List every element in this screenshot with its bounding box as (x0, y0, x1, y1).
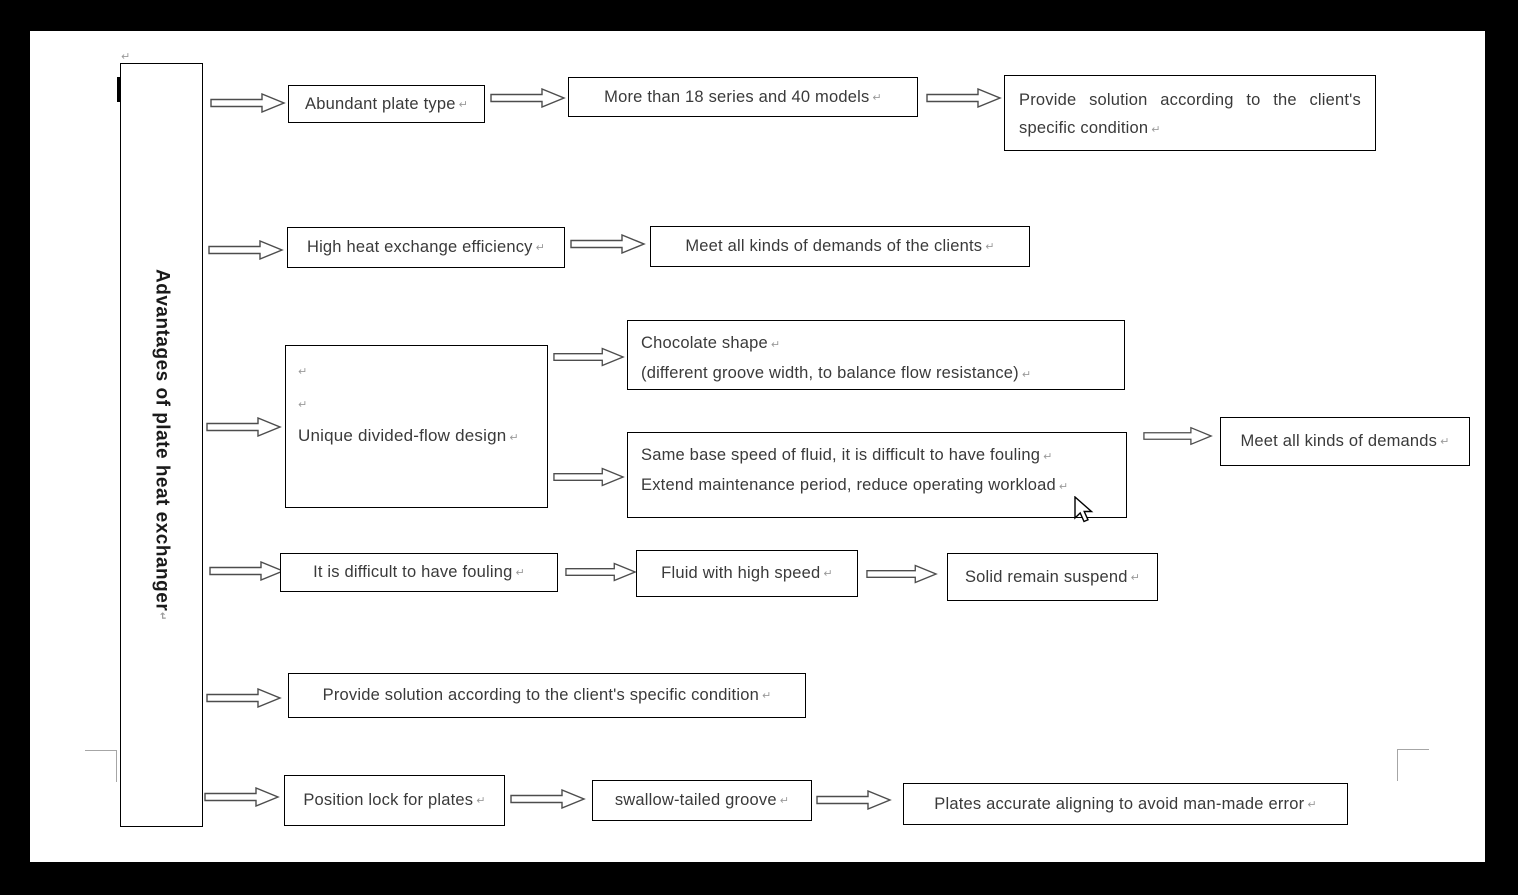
text-boundary-mark (85, 750, 117, 782)
page-title-text: Advantages of plate heat exchanger (151, 269, 173, 612)
flow-box-label: Extend maintenance period, reduce operat… (641, 476, 1056, 494)
paragraph-mark-icon: ↵ (1440, 436, 1450, 448)
flow-box-unique-divided-flow[interactable]: ↵ ↵ Unique divided-flow design↵ (285, 345, 548, 508)
flow-box-label: Abundant plate type (304, 94, 456, 113)
flow-box-label: swallow-tailed groove (614, 791, 777, 809)
paragraph-mark-icon: ↵ (535, 242, 546, 254)
flow-box-label: (different groove width, to balance flow… (641, 364, 1019, 382)
paragraph-mark-icon: ↵ (985, 241, 995, 253)
flow-box-meet-clients-demands[interactable]: Meet all kinds of demands of the clients… (650, 226, 1030, 267)
flow-box-label: Fluid with high speed (661, 564, 821, 582)
arrow-right-icon[interactable] (565, 562, 637, 582)
flow-box-solid-suspend[interactable]: Solid remain suspend↵ (947, 553, 1158, 601)
flow-box-label-line: Unique divided-flow design↵ (298, 426, 547, 446)
paragraph-mark-icon: ↵ (1151, 124, 1161, 136)
flow-box-meet-all-demands[interactable]: Meet all kinds of demands↵ (1220, 417, 1470, 466)
flow-box-abundant-plate-type[interactable]: Abundant plate type↵ (288, 85, 485, 123)
paragraph-mark-icon: ↵ (770, 339, 781, 351)
flow-box-position-lock[interactable]: Position lock for plates↵ (284, 775, 505, 826)
paragraph-mark-icon: ↵ (515, 567, 525, 579)
arrow-right-icon[interactable] (866, 564, 938, 584)
flow-box-label: Plates accurate aligning to avoid man-ma… (934, 794, 1305, 813)
arrow-right-icon[interactable] (206, 417, 282, 437)
empty-line: ↵ (298, 393, 547, 413)
arrow-right-icon[interactable] (926, 88, 1002, 108)
flow-box-more-models[interactable]: More than 18 series and 40 models↵ (568, 77, 918, 117)
flow-box-label-line: Extend maintenance period, reduce operat… (641, 471, 1113, 501)
paragraph-mark-icon: ↵ (121, 51, 131, 63)
paragraph-mark-icon: ↵ (458, 98, 468, 111)
paragraph-mark-icon: ↵ (298, 366, 308, 378)
arrow-right-icon[interactable] (208, 240, 284, 260)
arrow-right-icon[interactable] (816, 790, 892, 810)
arrow-right-icon[interactable] (553, 347, 625, 367)
arrow-right-icon[interactable] (210, 93, 286, 113)
flow-box-label: Provide solution according to the client… (1019, 91, 1361, 137)
paragraph-mark-icon: ↵ (476, 795, 486, 807)
arrow-right-icon[interactable] (570, 234, 646, 254)
paragraph-mark-icon: ↵ (509, 432, 519, 444)
flow-box-label: Solid remain suspend (964, 567, 1128, 586)
flow-box-same-base-speed[interactable]: Same base speed of fluid, it is difficul… (627, 432, 1127, 518)
flow-box-label-line: Same base speed of fluid, it is difficul… (641, 441, 1113, 471)
arrow-right-icon[interactable] (206, 688, 282, 708)
flow-box-label-line: (different groove width, to balance flow… (641, 359, 1111, 389)
flow-box-label: Position lock for plates (303, 791, 474, 809)
paragraph-mark-icon: ↵ (298, 399, 308, 411)
paragraph-mark-icon: ↵ (1058, 481, 1069, 493)
flow-box-label: Unique divided-flow design (298, 426, 507, 445)
selection-mark (117, 77, 121, 102)
paragraph-mark-icon: ↵ (1021, 369, 1032, 381)
paragraph-mark-icon: ↵ (1043, 451, 1053, 463)
flow-box-label: More than 18 series and 40 models (604, 87, 870, 106)
flow-box-label: Provide solution according to the client… (322, 686, 759, 704)
arrow-right-icon[interactable] (209, 561, 285, 581)
mouse-pointer-icon (1074, 496, 1094, 523)
paragraph-mark-icon: ↵ (823, 568, 833, 580)
flow-box-label: It is difficult to have fouling (313, 563, 513, 581)
arrow-right-icon[interactable] (510, 789, 586, 809)
flow-box-fluid-high-speed[interactable]: Fluid with high speed↵ (636, 550, 858, 597)
flow-box-swallow-groove[interactable]: swallow-tailed groove↵ (592, 780, 812, 821)
flow-box-provide-solution-top[interactable]: Provide solution according to the client… (1004, 75, 1376, 151)
arrow-right-icon[interactable] (490, 88, 566, 108)
paragraph-mark-icon: ↵ (1307, 798, 1317, 811)
page-title: Advantages of plate heat exchanger↵ (151, 269, 173, 620)
flow-box-provide-solution-bottom[interactable]: Provide solution according to the client… (288, 673, 806, 718)
flow-box-label: Same base speed of fluid, it is difficul… (641, 446, 1041, 464)
flow-box-label: Meet all kinds of demands of the clients (685, 237, 983, 255)
flow-box-label: High heat exchange efficiency (306, 238, 533, 256)
flow-box-chocolate-shape[interactable]: Chocolate shape↵ (different groove width… (627, 320, 1125, 390)
empty-line: ↵ (298, 360, 547, 380)
arrow-right-icon[interactable] (204, 787, 280, 807)
flow-box-label: Meet all kinds of demands (1240, 432, 1438, 450)
flow-box-label: Chocolate shape (641, 334, 768, 352)
text-boundary-mark (1397, 749, 1429, 781)
arrow-right-icon[interactable] (1143, 426, 1213, 446)
flow-box-plates-aligning[interactable]: Plates accurate aligning to avoid man-ma… (903, 783, 1348, 825)
flow-box-label-line: Chocolate shape↵ (641, 329, 1111, 359)
paragraph-mark-icon: ↵ (872, 91, 882, 104)
vertical-title-box[interactable]: Advantages of plate heat exchanger↵ (120, 63, 203, 827)
paragraph-mark-icon: ↵ (156, 611, 168, 621)
paragraph-mark-icon: ↵ (1130, 571, 1141, 584)
flow-box-high-heat-efficiency[interactable]: High heat exchange efficiency↵ (287, 227, 565, 268)
arrow-right-icon[interactable] (553, 467, 625, 487)
flow-box-difficult-fouling[interactable]: It is difficult to have fouling↵ (280, 553, 558, 592)
paragraph-mark-icon: ↵ (779, 795, 790, 807)
paragraph-mark-icon: ↵ (761, 690, 772, 702)
